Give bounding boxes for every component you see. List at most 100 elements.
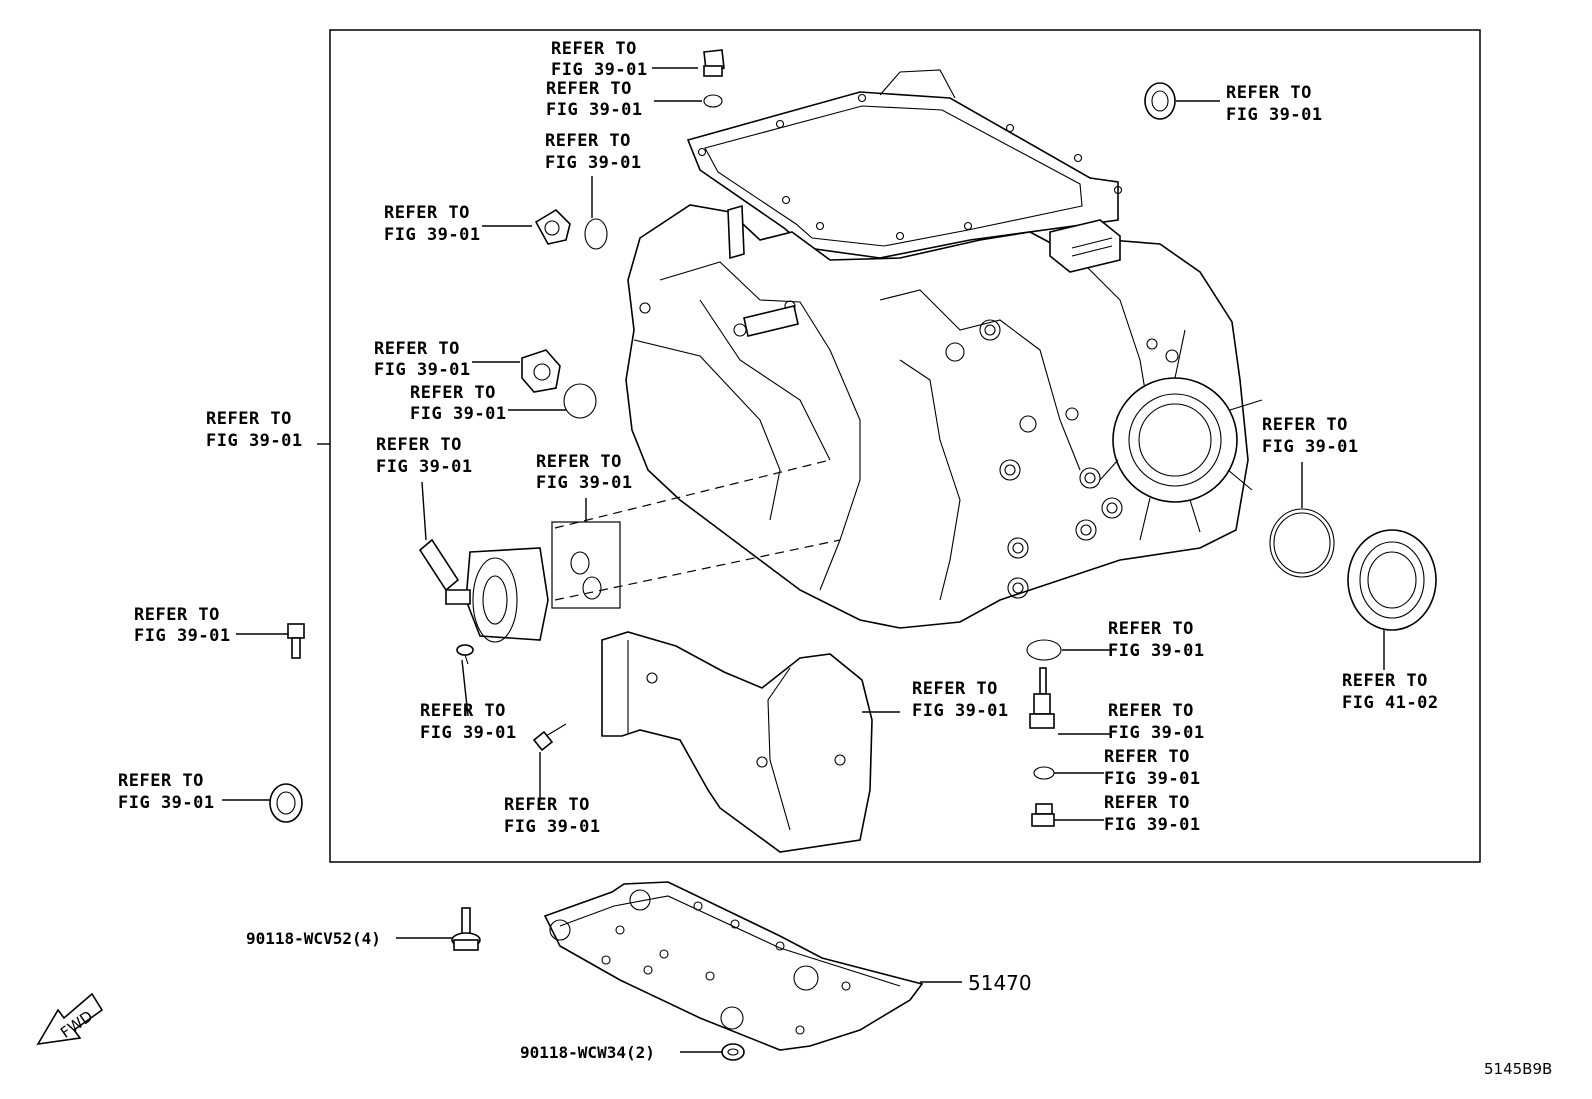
- leader-lines: [222, 67, 1385, 1053]
- svg-text:REFER TO: REFER TO: [118, 771, 204, 791]
- svg-text:REFER TO: REFER TO: [545, 131, 631, 151]
- part-number-51470: 51470: [968, 971, 1032, 995]
- svg-text:REFER TO: REFER TO: [410, 383, 496, 403]
- svg-text:FIG 39-01: FIG 39-01: [551, 60, 648, 80]
- svg-text:REFER TO: REFER TO: [1262, 415, 1348, 435]
- o-ring-right-1: [1026, 639, 1062, 661]
- dipstick-gauge: [1029, 667, 1055, 729]
- svg-text:FIG 39-01: FIG 39-01: [384, 225, 481, 245]
- svg-text:REFER TO: REFER TO: [536, 452, 622, 472]
- o-ring-left-1: [584, 218, 608, 250]
- callout-drain-plug-right: REFER TO FIG 39-01: [1104, 793, 1201, 835]
- svg-text:REFER TO: REFER TO: [504, 795, 590, 815]
- callout-oil-seal-top: REFER TO FIG 39-01: [1226, 83, 1323, 125]
- svg-text:FIG 39-01: FIG 39-01: [1104, 769, 1201, 789]
- svg-text:FIG 39-01: FIG 39-01: [536, 473, 633, 493]
- oil-seal-top: [1144, 82, 1176, 120]
- svg-text:FIG 39-01: FIG 39-01: [410, 404, 507, 424]
- undercover-51470: [543, 881, 924, 1051]
- plug-left-2: [521, 349, 561, 393]
- part-number-90118-WCW34: 90118-WCW34(2): [520, 1043, 655, 1062]
- svg-text:FIG 39-01: FIG 39-01: [504, 817, 601, 837]
- svg-text:FIG 39-01: FIG 39-01: [1108, 641, 1205, 661]
- svg-text:FIG 41-02: FIG 41-02: [1342, 693, 1439, 713]
- bolt-left: [287, 623, 305, 659]
- svg-text:REFER TO: REFER TO: [206, 409, 292, 429]
- callout-top-oring: REFER TO FIG 39-01: [546, 79, 643, 120]
- callout-oil-seal-left: REFER TO FIG 39-01: [118, 771, 215, 813]
- svg-text:REFER TO: REFER TO: [1104, 793, 1190, 813]
- svg-text:FIG 39-01: FIG 39-01: [1104, 815, 1201, 835]
- callout-gasket-ring-right: REFER TO FIG 39-01: [1262, 415, 1359, 457]
- o-ring: [570, 551, 590, 575]
- callout-oring-left-2: REFER TO FIG 39-01: [410, 383, 507, 424]
- callout-insulator: REFER TO FIG 39-01: [912, 679, 1009, 721]
- bolt-lower-middle: [532, 723, 567, 752]
- fwd-arrow: FWD: [36, 992, 104, 1046]
- callout-oring-left-1: REFER TO FIG 39-01: [545, 131, 642, 173]
- o-ring-right-2: [1033, 766, 1055, 780]
- callout-bolt-lower-middle: REFER TO FIG 39-01: [504, 795, 601, 837]
- callout-oil-seal-right: REFER TO FIG 41-02: [1342, 671, 1439, 713]
- oil-cooler: [418, 538, 549, 643]
- o-ring-top: [703, 94, 723, 108]
- svg-text:REFER TO: REFER TO: [912, 679, 998, 699]
- svg-text:FIG 39-01: FIG 39-01: [1262, 437, 1359, 457]
- gasket-ring-right: [1269, 508, 1335, 578]
- transaxle-housing: [625, 69, 1263, 629]
- svg-text:REFER TO: REFER TO: [376, 435, 462, 455]
- svg-text:REFER TO: REFER TO: [1342, 671, 1428, 691]
- svg-text:REFER TO: REFER TO: [384, 203, 470, 223]
- svg-text:REFER TO: REFER TO: [546, 79, 632, 99]
- part-number-90118-WCV52: 90118-WCV52(4): [246, 929, 381, 948]
- svg-text:FIG 39-01: FIG 39-01: [546, 100, 643, 120]
- heat-insulator: [601, 631, 873, 853]
- svg-text:REFER TO: REFER TO: [1108, 701, 1194, 721]
- bolt-90118-WCV52: [451, 907, 481, 951]
- svg-text:FIG 39-01: FIG 39-01: [118, 793, 215, 813]
- small-bolt-cooler: [456, 644, 474, 656]
- callout-cooler-hose: REFER TO FIG 39-01: [376, 435, 473, 477]
- svg-text:REFER TO: REFER TO: [1226, 83, 1312, 103]
- callout-assembly: REFER TO FIG 39-01: [206, 409, 303, 451]
- bolt-90118-WCW34: [721, 1043, 745, 1061]
- callout-bolt-left: REFER TO FIG 39-01: [134, 605, 231, 646]
- callout-oring-right-1: REFER TO FIG 39-01: [1108, 619, 1205, 661]
- svg-text:REFER TO: REFER TO: [1104, 747, 1190, 767]
- svg-text:FIG 39-01: FIG 39-01: [912, 701, 1009, 721]
- svg-text:REFER TO: REFER TO: [420, 701, 506, 721]
- oil-seal-right: [1347, 529, 1437, 631]
- diagram-code: 5145B9B: [1484, 1060, 1552, 1078]
- callout-plug-left-1: REFER TO FIG 39-01: [384, 203, 481, 245]
- callout-dipstick: REFER TO FIG 39-01: [1108, 701, 1205, 743]
- drain-plug-top: [703, 49, 725, 77]
- callout-oring-right-2: REFER TO FIG 39-01: [1104, 747, 1201, 789]
- svg-text:FIG 39-01: FIG 39-01: [206, 431, 303, 451]
- svg-text:FIG 39-01: FIG 39-01: [420, 723, 517, 743]
- callout-cooler-bolt: REFER TO FIG 39-01: [420, 701, 517, 743]
- drain-plug-right: [1031, 803, 1055, 827]
- callout-plug-left-2: REFER TO FIG 39-01: [374, 339, 471, 380]
- plug-left-1: [534, 208, 571, 245]
- svg-text:FIG 39-01: FIG 39-01: [376, 457, 473, 477]
- assembly-frame: [329, 29, 1481, 863]
- svg-text:REFER TO: REFER TO: [1108, 619, 1194, 639]
- svg-text:FIG 39-01: FIG 39-01: [134, 626, 231, 646]
- alignment-dash-lower: [554, 539, 841, 601]
- o-ring: [582, 576, 602, 600]
- svg-text:FIG 39-01: FIG 39-01: [374, 360, 471, 380]
- callout-top-plug: REFER TO FIG 39-01: [551, 39, 648, 80]
- svg-text:FIG 39-01: FIG 39-01: [1108, 723, 1205, 743]
- svg-text:FIG 39-01: FIG 39-01: [1226, 105, 1323, 125]
- svg-text:REFER TO: REFER TO: [551, 39, 637, 59]
- o-ring-left-2: [563, 383, 597, 419]
- oil-seal-left: [269, 783, 303, 823]
- svg-text:FIG 39-01: FIG 39-01: [545, 153, 642, 173]
- svg-text:REFER TO: REFER TO: [374, 339, 460, 359]
- svg-text:REFER TO: REFER TO: [134, 605, 220, 625]
- alignment-dash-upper: [554, 459, 831, 529]
- o-ring-bracket: [551, 521, 621, 609]
- callout-cooler-orings: REFER TO FIG 39-01: [536, 452, 633, 493]
